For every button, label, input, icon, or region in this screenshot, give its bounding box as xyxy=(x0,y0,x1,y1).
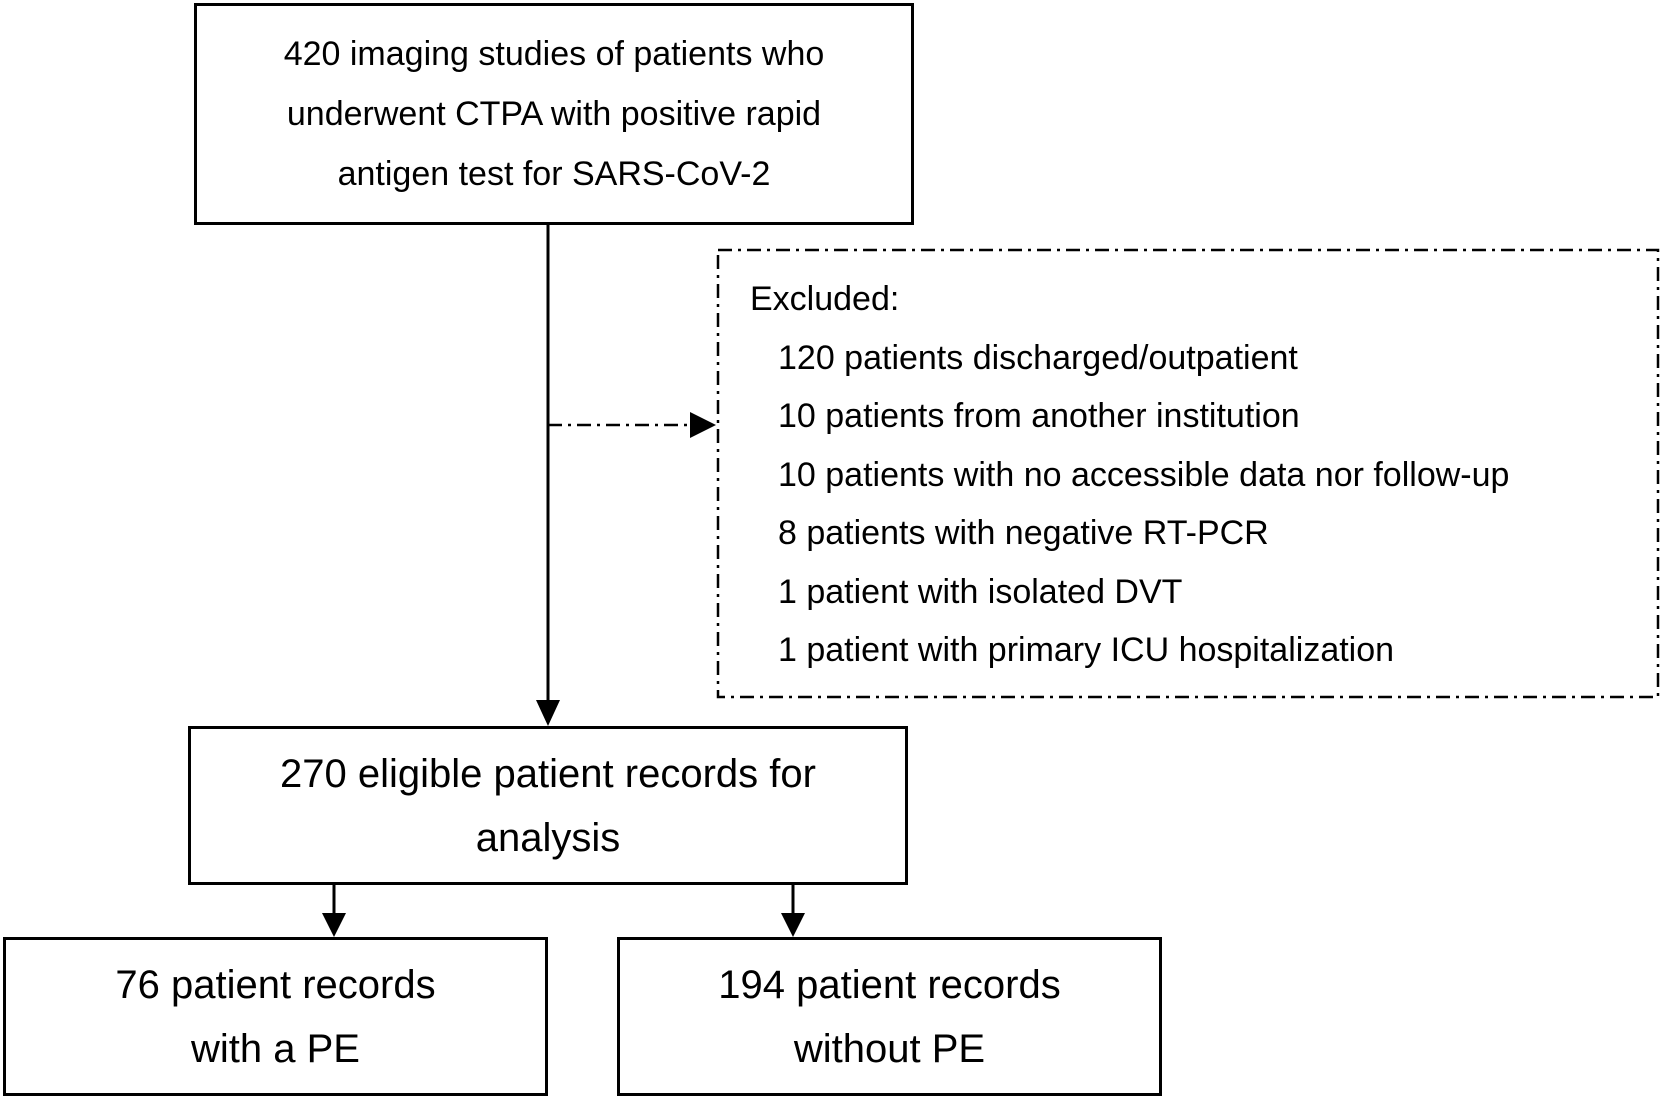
excluded-list: Excluded: 120 patients discharged/outpat… xyxy=(750,270,1509,680)
without-pe-line-1: 194 patient records xyxy=(718,962,1061,1007)
excluded-item: 1 patient with primary ICU hospitalizati… xyxy=(778,631,1395,669)
excluded-box xyxy=(716,248,1660,699)
excluded-item: 1 patient with isolated DVT xyxy=(778,572,1183,611)
eligible-line-2: analysis xyxy=(475,815,621,860)
source-line-3: antigen test for SARS-CoV-2 xyxy=(337,155,771,193)
eligible-line-1: 270 eligible patient records for xyxy=(280,751,816,796)
arrowhead-with-pe xyxy=(322,913,346,937)
arrowhead-excluded xyxy=(690,412,716,438)
excluded-item: 10 patients with no accessible data nor … xyxy=(778,455,1510,494)
with-pe-box: 76 patient records with a PE xyxy=(3,937,548,1096)
source-line-1: 420 imaging studies of patients who xyxy=(283,35,825,73)
excluded-heading: Excluded: xyxy=(750,280,900,318)
arrowhead-eligible xyxy=(536,700,560,726)
source-studies-box: 420 imaging studies of patients who unde… xyxy=(194,3,914,225)
with-pe-line-2: with a PE xyxy=(191,1026,360,1071)
excluded-item: 10 patients from another institution xyxy=(778,397,1300,435)
without-pe-box: 194 patient records without PE xyxy=(617,937,1162,1096)
eligible-records-box: 270 eligible patient records for analysi… xyxy=(188,726,908,885)
arrowhead-without-pe xyxy=(781,913,805,937)
without-pe-line-2: without PE xyxy=(793,1026,986,1071)
excluded-item: 120 patients discharged/outpatient xyxy=(778,338,1298,377)
source-line-2: underwent CTPA with positive rapid xyxy=(286,95,822,133)
excluded-item: 8 patients with negative RT-PCR xyxy=(778,514,1269,552)
with-pe-line-1: 76 patient records xyxy=(115,962,436,1007)
